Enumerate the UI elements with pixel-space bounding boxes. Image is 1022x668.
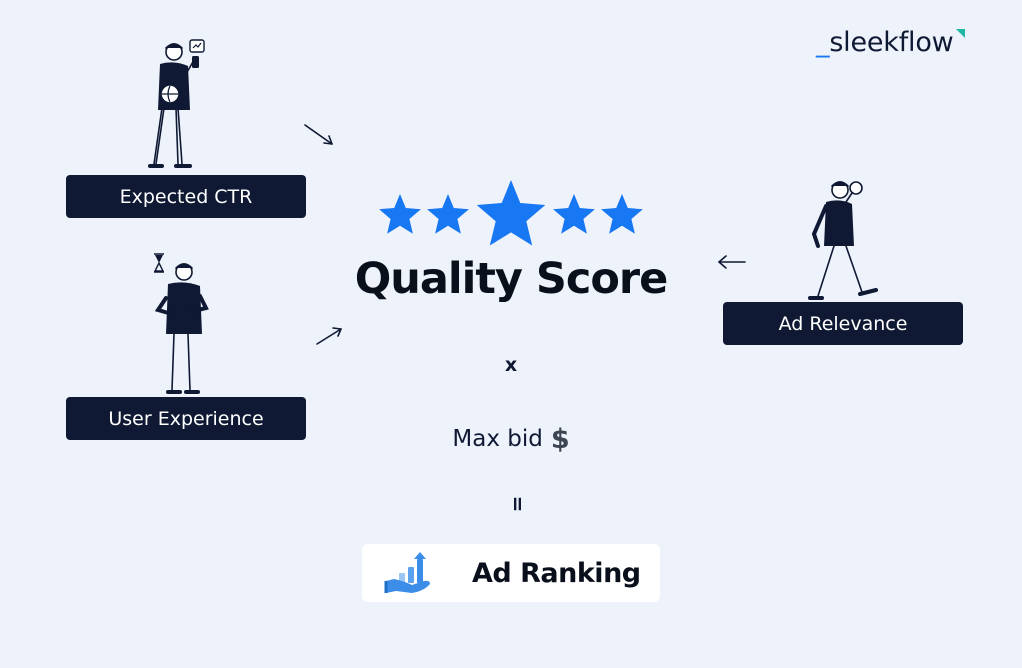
expected-ctr-text: Expected CTR: [119, 185, 253, 208]
logo-tick-icon: [955, 29, 965, 38]
ad-relevance-label: Ad Relevance: [723, 302, 963, 345]
star-icon: [601, 194, 643, 234]
star-icon: [476, 180, 546, 246]
arrow-ctr-icon: [304, 124, 333, 145]
arrow-relevance-icon: [718, 255, 746, 269]
sleekflow-logo: _ sleekflow: [816, 22, 965, 58]
logo-text: sleekflow: [829, 27, 954, 58]
ad-relevance-text: Ad Relevance: [778, 312, 908, 335]
expected-ctr-label: Expected CTR: [66, 175, 306, 218]
equals-operator: =: [506, 495, 530, 513]
dollar-icon: $: [550, 423, 570, 455]
five-stars-rating: [379, 180, 643, 246]
person-checking-watch-icon: [153, 253, 209, 394]
arrow-ux-icon: [316, 327, 342, 345]
person-with-magnifier-icon: [808, 181, 878, 300]
ad-ranking-box: Ad Ranking: [362, 544, 660, 602]
star-icon: [427, 194, 469, 234]
person-holding-phone-icon: [148, 39, 205, 168]
max-bid-text: Max bid: [452, 426, 543, 452]
multiply-operator: x: [504, 354, 518, 376]
star-icon: [379, 194, 421, 234]
hand-growth-chart-icon: [384, 552, 430, 593]
max-bid-term: Max bid $: [440, 420, 582, 458]
star-icon: [553, 194, 595, 234]
quality-score-title: Quality Score: [354, 254, 669, 304]
user-experience-label: User Experience: [66, 397, 306, 440]
logo-underscore: _: [816, 27, 830, 58]
ad-ranking-text: Ad Ranking: [472, 557, 641, 589]
user-experience-text: User Experience: [108, 407, 264, 430]
